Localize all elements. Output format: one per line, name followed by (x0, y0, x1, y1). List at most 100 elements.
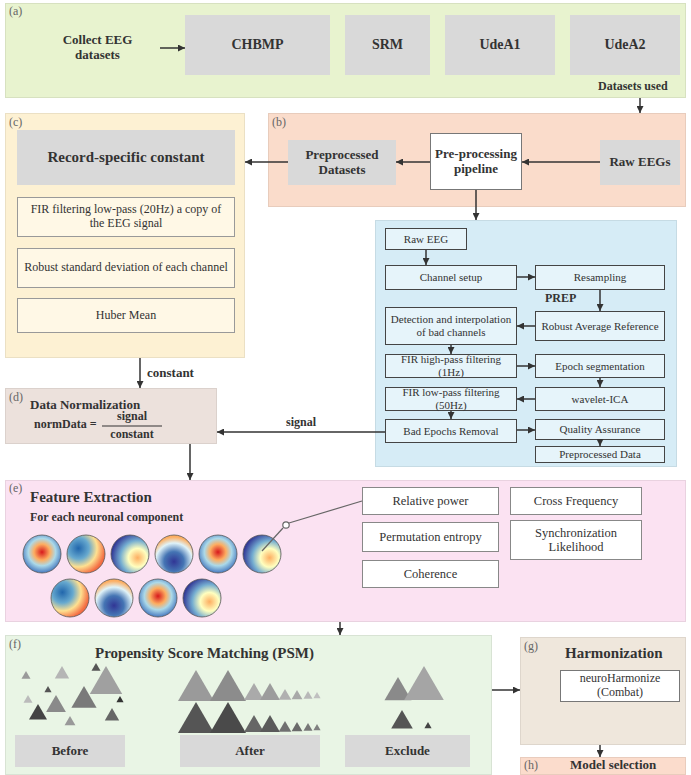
dataset-box: Before (15, 735, 125, 767)
triangle-marker (116, 696, 123, 702)
arrow-connector (517, 429, 535, 431)
panel-letter: (h) (524, 759, 538, 773)
triangle-marker (260, 715, 280, 732)
triangle-marker (385, 677, 412, 700)
panel-text: Feature Extraction (30, 489, 152, 506)
arrow-connector (475, 190, 477, 220)
pipeline-step: Raw EEG (385, 228, 467, 250)
triangle-marker (210, 702, 246, 733)
feature-box: Synchronization Likelihood (510, 520, 642, 560)
triangle-marker (279, 689, 292, 700)
box-text: Preprocessed Data (559, 448, 641, 461)
step-box: Huber Mean (17, 298, 235, 333)
panel-text: Propensity Score Matching (PSM) (95, 645, 314, 662)
box-text: FIR high-pass filtering (1Hz) (390, 353, 512, 378)
panel-text: PREP (545, 292, 576, 306)
panel-letter: (f) (9, 638, 21, 652)
panel-letter: (b) (272, 116, 286, 130)
box-text: CHBMP (231, 37, 283, 53)
triangle-marker (22, 671, 31, 679)
dataset-box: Exclude (345, 735, 470, 767)
panel-text: Harmonization (565, 645, 663, 662)
box-text: Quality Assurance (560, 423, 641, 436)
topomap (155, 535, 193, 573)
panel-letter: (d) (9, 391, 23, 405)
pipeline-step: FIR low-pass filtering (50Hz) (385, 387, 517, 411)
arrow-connector (245, 161, 288, 163)
panel-text: constant (100, 428, 164, 442)
triangle-marker (260, 683, 280, 700)
switch-pivot (283, 522, 289, 528)
box-text: Epoch segmentation (555, 360, 645, 373)
topomap (67, 535, 105, 573)
box-text: UdeA2 (604, 37, 645, 53)
arrow-connector (517, 325, 535, 327)
panel-letter: (c) (9, 116, 22, 130)
triangle-marker (424, 722, 431, 728)
box-text: Pre-processing pipeline (435, 147, 517, 177)
topomap (95, 579, 133, 617)
triangle-marker (279, 721, 292, 732)
triangle-marker (90, 666, 122, 694)
topomap (51, 579, 89, 617)
triangle-marker (71, 686, 96, 708)
triangle-marker (244, 715, 264, 732)
box-text: Exclude (385, 744, 430, 759)
dataset-box: SRM (345, 15, 430, 75)
arrow-connector (517, 398, 535, 400)
triangle-marker (178, 670, 214, 701)
arrow-connector (599, 290, 601, 311)
triangle-marker (92, 663, 101, 671)
triangle-marker (65, 716, 76, 725)
box-text: wavelet-ICA (572, 393, 629, 406)
panel-text: normData = (34, 418, 97, 432)
step-box: Robust standard deviation of each channe… (17, 248, 235, 288)
step-box: FIR filtering low-pass (20Hz) a copy of … (17, 197, 235, 237)
dataset-box: UdeA1 (445, 15, 555, 75)
arrow-connector (160, 47, 185, 49)
arrow-connector (217, 431, 385, 433)
box-text: Preprocessed Datasets (292, 148, 392, 178)
arrow-connector (450, 345, 452, 354)
panel-text: For each neuronal component (30, 511, 183, 525)
box-text: Bad Epochs Removal (403, 425, 498, 438)
box-text: neuroHarmonize (Combat) (565, 672, 675, 700)
dataset-box: Raw EEGs (600, 140, 680, 185)
panel-band: (c)Record-specific constantFIR filtering… (5, 113, 245, 358)
pipeline-step: Robust Average Reference (535, 311, 665, 341)
feature-box: Relative power (362, 487, 499, 515)
pipeline-step: wavelet-ICA (535, 387, 665, 411)
arrow-connector (599, 745, 601, 757)
box-text: Resampling (574, 271, 627, 284)
arrow-connector (599, 378, 601, 387)
box-text: Collect EEG datasets (39, 33, 156, 63)
box-text: Coherence (404, 567, 457, 581)
triangle-marker (44, 686, 51, 692)
box-text: Channel setup (420, 271, 483, 284)
triangle-marker (292, 722, 303, 731)
box-text: FIR low-pass filtering (50Hz) (390, 386, 512, 411)
panel-band: (b) Preprocessed Datasets Pre-processing p… (268, 113, 686, 207)
box-text: SRM (372, 37, 403, 53)
box-text: Huber Mean (96, 309, 156, 323)
arrow-connector (517, 276, 535, 278)
panel-letter: (a) (9, 5, 22, 19)
box-text: Detection and interpolation of bad chann… (390, 313, 512, 338)
arrow-connector (522, 161, 600, 163)
pipeline-step: Bad Epochs Removal (385, 419, 517, 443)
box-text: Cross Frequency (534, 494, 618, 508)
dataset-box: Preprocessed Datasets (288, 140, 396, 185)
text-node: Collect EEG datasets (35, 37, 160, 59)
leader-line (262, 528, 283, 551)
arrow-connector (450, 411, 452, 419)
panel-band: (e)Feature ExtractionFor each neuronal c… (5, 480, 686, 622)
triangle-marker (304, 723, 313, 731)
feature-box: Cross Frequency (510, 487, 642, 515)
box-text: After (235, 744, 265, 759)
panel-text: Datasets used (598, 80, 668, 94)
panel-band: (f) Propensity Score Matching (PSM) Before… (5, 635, 492, 775)
triangle-marker (105, 708, 119, 720)
arrow-connector (189, 444, 191, 480)
box-text: Robust standard deviation of each channe… (24, 261, 228, 275)
pipeline-step: Preprocessed Data (535, 446, 665, 463)
